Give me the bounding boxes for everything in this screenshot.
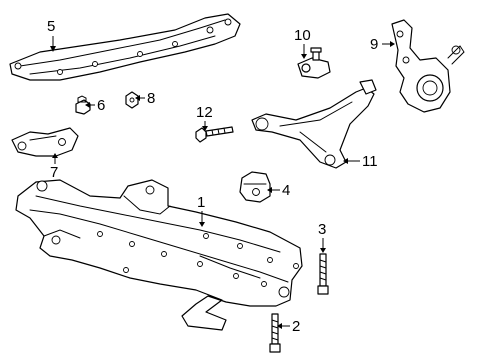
callout-label: 7	[50, 164, 58, 181]
callout-9: 9	[370, 36, 395, 53]
callout-label: 5	[47, 18, 55, 35]
part-10-ball-joint	[297, 47, 331, 79]
part-12-bolt	[195, 126, 234, 143]
part-6-bolt	[75, 95, 91, 115]
part-1-subframe	[15, 179, 303, 331]
callout-2: 2	[277, 318, 300, 335]
part-8-nut	[125, 91, 139, 109]
callout-label: 8	[147, 90, 155, 107]
callout-4: 4	[267, 182, 290, 199]
callout-7: 7	[50, 153, 58, 181]
callout-label: 2	[292, 318, 300, 335]
part-7-bracket	[11, 127, 79, 157]
callout-12: 12	[196, 104, 213, 131]
callout-label: 11	[362, 153, 378, 170]
callout-10: 10	[294, 27, 311, 59]
part-5-crossmember-plate	[9, 13, 241, 81]
callout-3: 3	[318, 221, 326, 253]
callout-8: 8	[135, 90, 155, 107]
part-3-bolt	[317, 253, 329, 295]
callout-5: 5	[47, 18, 56, 52]
callout-label: 4	[282, 182, 290, 199]
callout-1: 1	[197, 194, 205, 227]
callout-6: 6	[85, 97, 105, 114]
callout-label: 10	[294, 27, 311, 44]
part-11-lower-control-arm	[251, 79, 377, 169]
callout-label: 1	[197, 194, 205, 211]
callout-label: 12	[196, 104, 213, 121]
part-2-bolt	[269, 313, 281, 353]
callout-label: 9	[370, 36, 378, 53]
part-4-bushing	[239, 171, 271, 203]
callout-label: 6	[97, 97, 105, 114]
callout-label: 3	[318, 221, 326, 238]
callout-11: 11	[343, 153, 378, 170]
part-9-steering-knuckle	[391, 19, 465, 113]
